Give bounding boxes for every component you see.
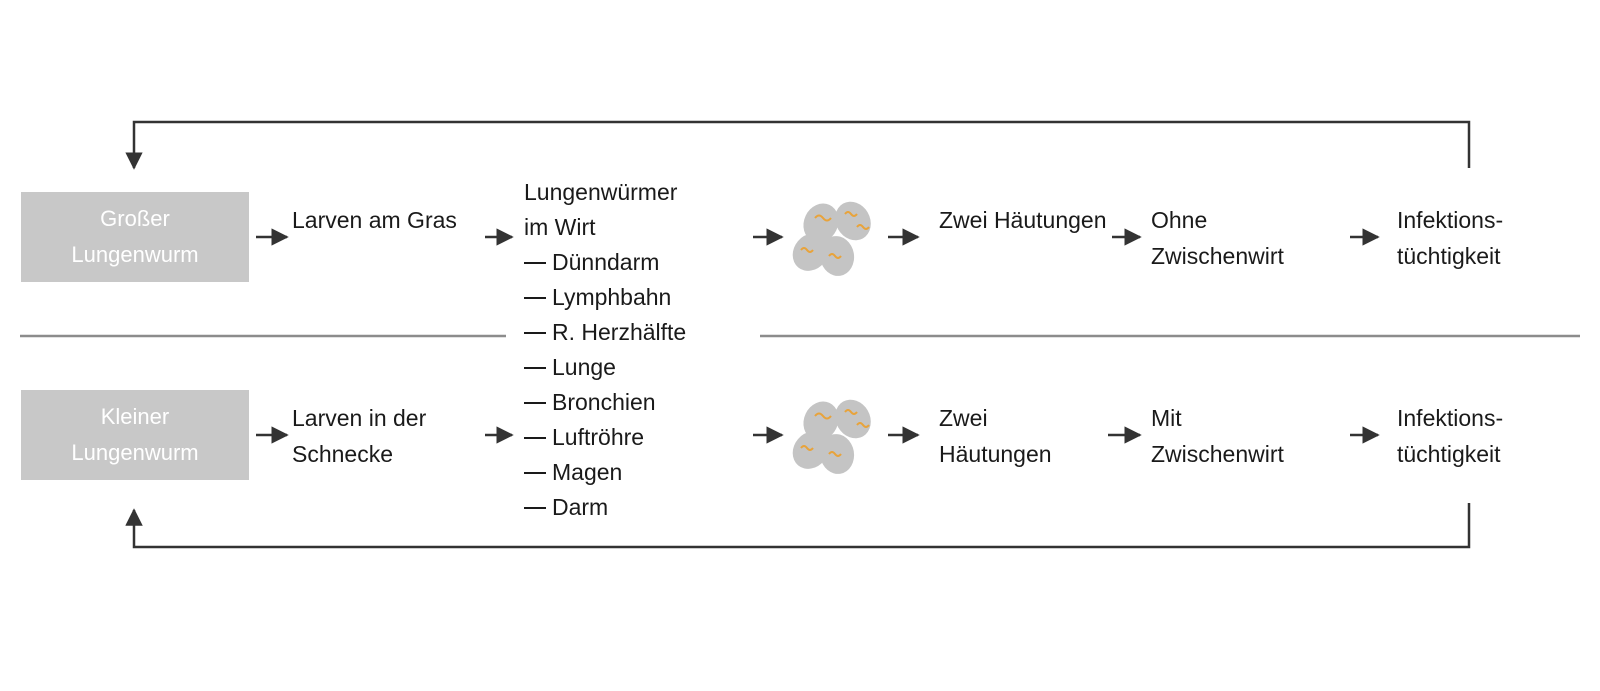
dash-bullet: [524, 331, 546, 334]
host-heading-line2: im Wirt: [524, 214, 596, 240]
organ-label: Bronchien: [552, 389, 656, 415]
organ-item: Magen: [524, 455, 686, 490]
species-name-line1: Großer: [100, 206, 170, 231]
species-name-line1: Kleiner: [100, 404, 170, 429]
host-heading-line1: Lungenwürmer: [524, 179, 678, 205]
bottom-intermediate-line2: Zwischenwirt: [1151, 441, 1284, 467]
organ-label: Luftröhre: [552, 424, 645, 450]
bottom-molts-line2: Häutungen: [939, 441, 1052, 467]
top-loop-connector: [125, 120, 1471, 170]
top-stage-molts: Zwei Häutungen: [939, 207, 1107, 233]
organ-label: Dünndarm: [552, 249, 660, 275]
organ-item: R. Herzhälfte: [524, 315, 686, 350]
dash-bullet: [524, 506, 546, 509]
dash-bullet: [524, 296, 546, 299]
top-stage-final: Infektions- tüchtigkeit: [1397, 202, 1503, 274]
host-migration-list: Lungenwürmer im Wirt Dünndarm Lymphbahn …: [524, 175, 686, 525]
bottom-larvae-line2: Schnecke: [292, 441, 394, 467]
egg-cluster-icon: [792, 201, 871, 276]
bottom-final-line1: Infektions-: [1397, 405, 1504, 431]
bottom-final-line2: tüchtigkeit: [1397, 441, 1501, 467]
organ-label: Lunge: [552, 354, 616, 380]
egg-cluster-icon: [792, 399, 871, 474]
organ-label: Darm: [552, 494, 609, 520]
species-box-bottom: Kleiner Lungenwurm: [21, 390, 249, 480]
organ-label: R. Herzhälfte: [552, 319, 687, 345]
dash-bullet: [524, 471, 546, 474]
organ-item: Darm: [524, 490, 686, 525]
organ-item: Lymphbahn: [524, 280, 686, 315]
organ-item: Dünndarm: [524, 245, 686, 280]
species-name-line2: Lungenwurm: [71, 242, 199, 267]
dash-bullet: [524, 401, 546, 404]
top-intermediate-line1: Ohne: [1151, 207, 1208, 233]
bottom-molts-line1: Zwei: [939, 405, 988, 431]
dash-bullet: [524, 366, 546, 369]
organ-label: Lymphbahn: [552, 284, 672, 310]
species-name-line2: Lungenwurm: [71, 440, 199, 465]
organ-item: Lunge: [524, 350, 686, 385]
top-final-line1: Infektions-: [1397, 207, 1504, 233]
species-box-top: Großer Lungenwurm: [21, 192, 249, 282]
top-intermediate-line2: Zwischenwirt: [1151, 243, 1284, 269]
organ-item: Luftröhre: [524, 420, 686, 455]
bottom-stage-molts: Zwei Häutungen: [939, 400, 1052, 472]
bottom-intermediate-line1: Mit: [1151, 405, 1182, 431]
bottom-larvae-line1: Larven in der: [292, 405, 427, 431]
dash-bullet: [524, 436, 546, 439]
organ-item: Bronchien: [524, 385, 686, 420]
bottom-stage-larvae: Larven in der Schnecke: [292, 400, 426, 472]
top-final-line2: tüchtigkeit: [1397, 243, 1501, 269]
top-stage-larvae: Larven am Gras: [292, 207, 457, 233]
dash-bullet: [524, 261, 546, 264]
bottom-stage-final: Infektions- tüchtigkeit: [1397, 400, 1503, 472]
top-stage-intermediate: Ohne Zwischenwirt: [1151, 202, 1284, 274]
bottom-stage-intermediate: Mit Zwischenwirt: [1151, 400, 1284, 472]
bottom-loop-connector: [125, 503, 1471, 549]
organ-label: Magen: [552, 459, 623, 485]
